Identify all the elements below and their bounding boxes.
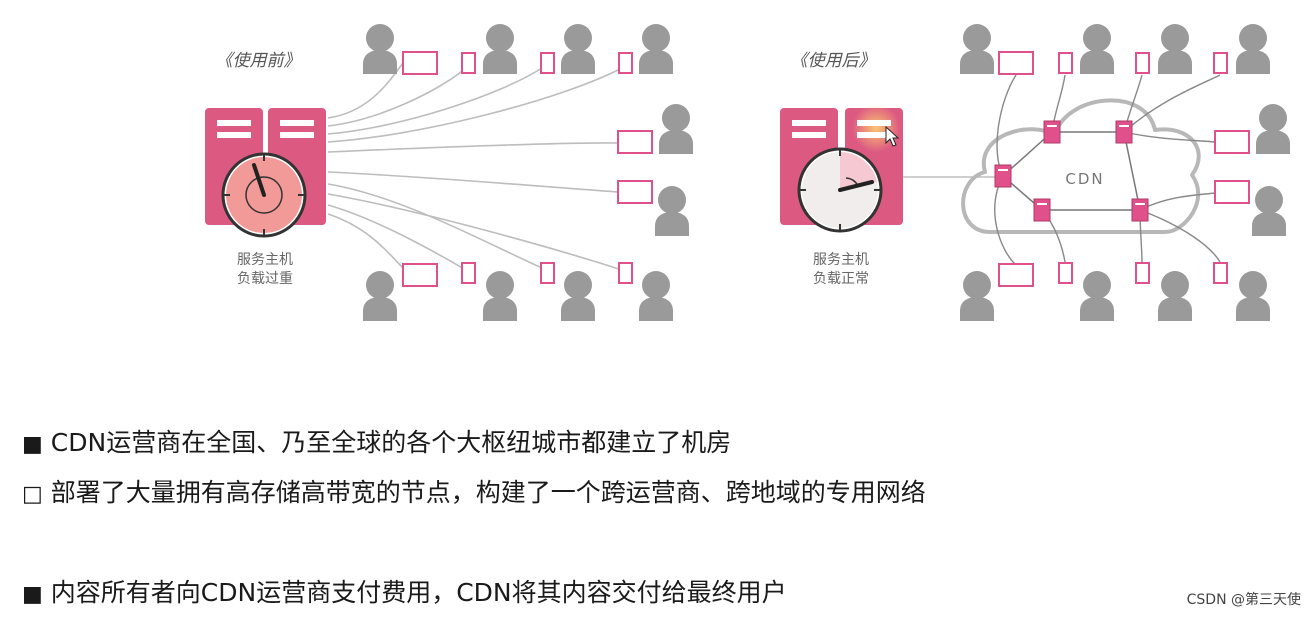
phone-device <box>618 262 633 284</box>
person-icon <box>363 271 397 321</box>
phone-device <box>1135 262 1150 284</box>
before-server-caption-2: 负载过重 <box>237 271 293 287</box>
phone-device <box>1058 52 1073 74</box>
after-connection-lines <box>994 74 1221 266</box>
before-connection-lines <box>327 62 623 271</box>
cdn-node <box>1131 198 1149 222</box>
before-server-caption-1: 服务主机 <box>237 252 293 268</box>
monitor-device <box>998 263 1034 287</box>
person-icon <box>1158 271 1192 321</box>
bullet-marker: □ <box>22 482 43 507</box>
phone-device <box>1213 262 1228 284</box>
cdn-node <box>994 164 1012 188</box>
person-icon <box>960 271 994 321</box>
after-devices <box>998 51 1250 287</box>
phone-device <box>1135 52 1150 74</box>
monitor-device <box>998 51 1034 75</box>
person-icon <box>655 186 689 236</box>
bullet-marker: ■ <box>22 582 43 607</box>
person-icon <box>1236 24 1270 74</box>
person-icon <box>483 24 517 74</box>
person-icon <box>659 104 693 154</box>
person-icon <box>1256 104 1290 154</box>
phone-device <box>461 52 476 74</box>
person-icon <box>1252 186 1286 236</box>
phone-device <box>540 52 555 74</box>
cloud-label: CDN <box>1065 170 1104 188</box>
bullet-item: ■ CDN运营商在全国、乃至全球的各个大枢纽城市都建立了机房 <box>22 423 731 459</box>
monitor-device <box>617 180 653 204</box>
monitor-device <box>1214 130 1250 154</box>
cursor-icon <box>885 125 900 147</box>
before-title: 《使用前》 <box>216 51 301 71</box>
person-icon <box>1080 271 1114 321</box>
bullet-text: CDN运营商在全国、乃至全球的各个大枢纽城市都建立了机房 <box>50 428 732 457</box>
phone-device <box>461 262 476 284</box>
after-server-caption-1: 服务主机 <box>813 252 869 268</box>
person-icon <box>483 271 517 321</box>
monitor-device <box>402 263 438 287</box>
person-icon <box>1080 24 1114 74</box>
after-gauge <box>797 147 883 233</box>
monitor-device <box>1214 180 1250 204</box>
person-icon <box>639 271 673 321</box>
person-icon <box>960 24 994 74</box>
monitor-device <box>617 130 653 154</box>
bullet-item: ■ 内容所有者向CDN运营商支付费用，CDN将其内容交付给最终用户 <box>22 573 787 609</box>
monitor-device <box>402 51 438 75</box>
cdn-cloud <box>961 98 1201 234</box>
bullet-item: □ 部署了大量拥有高存储高带宽的节点，构建了一个跨运营商、跨地域的专用网络 <box>22 473 926 509</box>
cdn-node <box>1115 120 1133 144</box>
phone-device <box>1058 262 1073 284</box>
person-icon <box>1158 24 1192 74</box>
before-devices <box>402 51 653 287</box>
bullet-marker: ■ <box>22 432 43 457</box>
before-gauge <box>221 152 307 238</box>
person-icon <box>1236 271 1270 321</box>
phone-device <box>1213 52 1228 74</box>
person-icon <box>363 24 397 74</box>
watermark: CSDN @第三天使 <box>1186 592 1301 608</box>
person-icon <box>639 24 673 74</box>
bullet-text: 内容所有者向CDN运营商支付费用，CDN将其内容交付给最终用户 <box>50 578 787 607</box>
person-icon <box>561 271 595 321</box>
phone-device <box>618 52 633 74</box>
phone-device <box>540 262 555 284</box>
bullet-text: 部署了大量拥有高存储高带宽的节点，构建了一个跨运营商、跨地域的专用网络 <box>50 478 926 507</box>
person-icon <box>561 24 595 74</box>
cdn-node <box>1043 120 1061 144</box>
after-title: 《使用后》 <box>791 51 876 71</box>
cdn-node <box>1033 198 1051 222</box>
after-server-caption-2: 负载正常 <box>813 271 869 287</box>
